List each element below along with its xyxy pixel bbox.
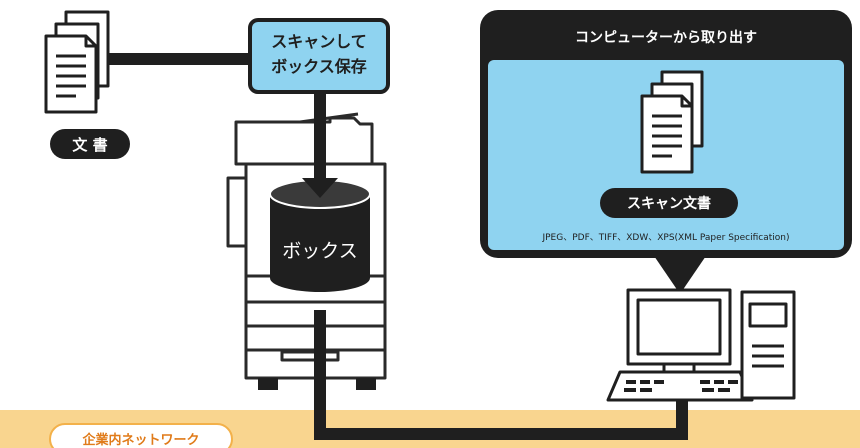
document-label: 文 書 [50,129,130,159]
scanned-document-label: スキャン文書 [600,188,738,218]
scan-arrow-shaft [314,92,326,182]
network-connection-line [314,310,688,440]
keyboard-keys [624,380,738,392]
scan-box-bg [248,18,390,94]
computer-icon [606,288,796,402]
box-label: ボックス [282,240,358,262]
document-stack-icon [44,10,110,114]
scanned-document-icon [640,70,704,174]
scan-box-label-line2: ボックス保存 [271,57,367,76]
scan-box-label-line1: スキャンして [271,32,367,51]
network-label-bg [49,423,233,448]
device-foot-left [258,378,278,390]
scan-arrow-head [302,178,338,198]
doc-connector-line [108,53,250,65]
panel-callout-pointer [650,250,710,294]
file-formats-text: JPEG、PDF、TIFF、XDW、XPS(XML Paper Specific… [542,233,790,243]
network-label: 企業内ネットワーク [82,433,200,448]
retrieve-panel-title: コンピューターから取り出す [575,30,757,46]
device-foot-right [356,378,376,390]
